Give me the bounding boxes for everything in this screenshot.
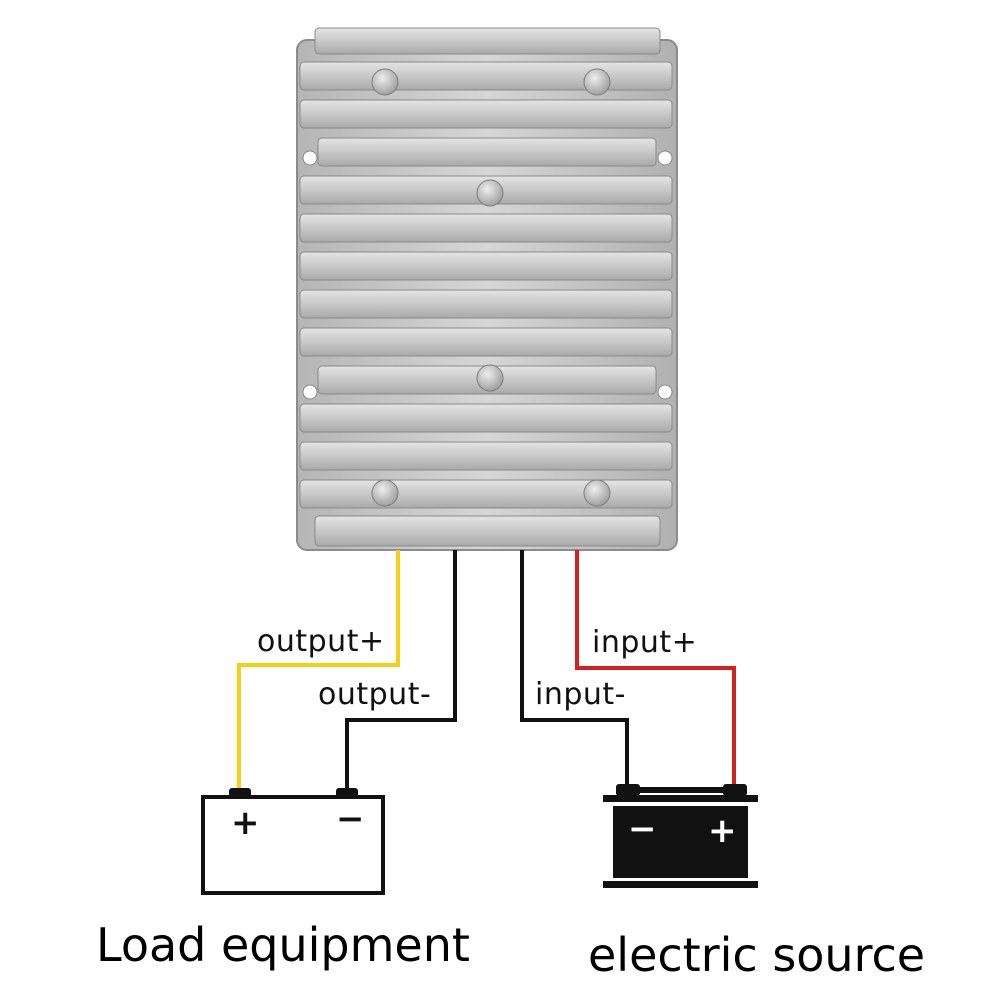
bolt-icon: [583, 68, 611, 96]
bolt-icon: [371, 479, 399, 507]
source-battery-icon: [603, 784, 758, 888]
bolt-icon: [476, 179, 504, 207]
bolt-icon: [371, 68, 399, 96]
bolt-icon: [476, 364, 504, 392]
load-equipment-caption: Load equipment: [96, 918, 470, 972]
output-minus-label: output-: [316, 677, 434, 712]
input-minus-wire: [520, 550, 629, 790]
input-plus-label: input+: [590, 625, 700, 660]
load-battery-icon: [201, 788, 385, 895]
electric-source-caption: electric source: [588, 928, 926, 982]
load-plus-symbol: +: [231, 803, 260, 843]
source-plus-symbol: +: [708, 811, 737, 851]
converter-heatsink: [296, 27, 678, 551]
output-minus-wire: [345, 550, 457, 790]
input-minus-label: input-: [533, 677, 628, 712]
source-minus-symbol: −: [628, 809, 657, 849]
load-minus-symbol: −: [336, 799, 365, 839]
output-plus-wire: [237, 550, 400, 790]
input-plus-wire: [575, 550, 736, 790]
bolt-icon: [583, 479, 611, 507]
output-plus-label: output+: [255, 624, 387, 659]
